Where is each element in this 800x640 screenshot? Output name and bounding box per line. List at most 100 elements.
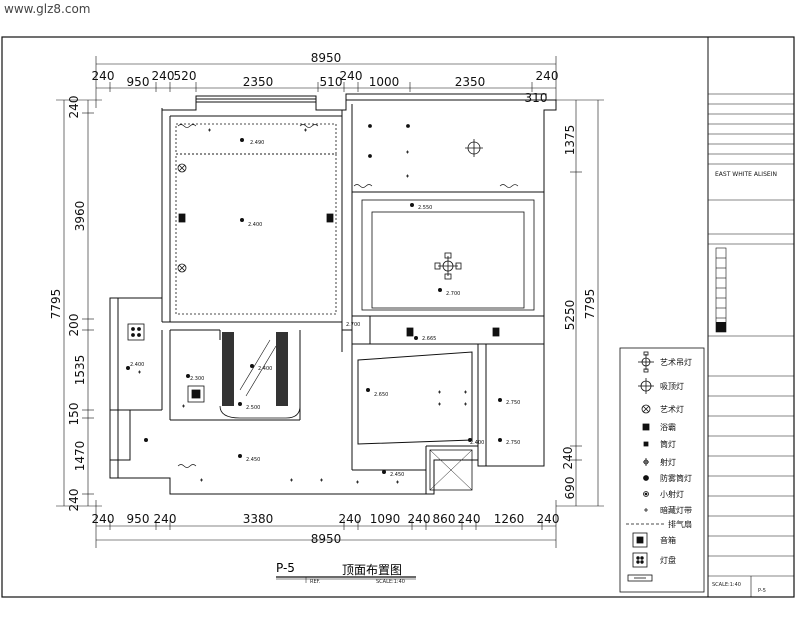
legend-label: 艺术吊灯	[660, 357, 692, 367]
art-lamp-icon	[177, 163, 187, 173]
legend-label: 防雾筒灯	[660, 473, 692, 483]
sheet-border	[1, 36, 795, 598]
dim-right-3: 240	[561, 447, 575, 470]
dim-left-7: 240	[67, 489, 81, 512]
ceil-label: 2.450	[246, 457, 260, 463]
dim-top-6: 510	[320, 75, 343, 89]
legend-label: 暗藏灯带	[660, 505, 692, 515]
dim-top-5: 2350	[243, 75, 274, 89]
bath-heater-icon	[492, 327, 500, 337]
legend-label: 艺术灯	[660, 404, 684, 414]
scale-label: SCALE:1:40	[376, 579, 405, 585]
bath-heater-icon	[326, 213, 334, 223]
fixtures	[126, 124, 502, 484]
bath-heater-icon	[178, 213, 186, 223]
dim-right-4: 690	[563, 477, 577, 500]
legend-label: 射灯	[660, 457, 676, 467]
dim-bottom-9: 240	[458, 512, 481, 526]
ceil-label: 2.400	[130, 362, 144, 368]
dim-bottom-7: 240	[408, 512, 431, 526]
dim-top-4: 520	[174, 69, 197, 83]
title-scale: SCALE:1:40	[712, 582, 741, 588]
dim-left-total: 7795	[49, 289, 63, 320]
ceil-label: 2.450	[390, 472, 404, 478]
dim-left-3: 200	[67, 314, 81, 337]
legend-label: 筒灯	[660, 439, 676, 449]
dim-bottom-11: 240	[537, 512, 560, 526]
watermark: www.glz8.com	[4, 2, 91, 16]
ceil-label: 2.700	[346, 322, 360, 328]
dim-bottom-6: 1090	[370, 512, 401, 526]
ceil-label: 2.700	[446, 291, 460, 297]
dim-left-6: 1470	[73, 441, 87, 472]
ref-label: REF.	[310, 579, 321, 585]
ceil-label: 2.665	[422, 336, 436, 342]
company-name: EAST WHITE ALISEIN	[715, 171, 777, 178]
left-dimensions	[56, 99, 102, 507]
art-lamp-icon	[177, 263, 187, 273]
dim-bottom-8: 860	[433, 512, 456, 526]
exhaust-fan-icon	[187, 385, 205, 403]
ceil-label: 2.750	[506, 400, 520, 406]
legend-label: 浴霸	[660, 422, 676, 432]
legend-label: 吸顶灯	[660, 381, 684, 391]
dim-bottom-5: 240	[339, 512, 362, 526]
dim-top-10: 240	[536, 69, 559, 83]
shower-tile	[429, 449, 473, 491]
drawing-title: P-5 顶面布置图 REF. SCALE:1:40	[276, 561, 416, 585]
dim-left-4: 1535	[73, 355, 87, 386]
dim-right-2: 5250	[563, 300, 577, 331]
dim-right-total: 7795	[583, 289, 597, 320]
dim-top-7: 240	[340, 69, 363, 83]
dim-top-2: 950	[127, 75, 150, 89]
legend-label: 小射灯	[660, 489, 684, 499]
legend-labels: 艺术吊灯 吸顶灯 艺术灯 浴霸 筒灯 射灯 防雾筒灯 小射灯 暗藏灯带 排气扇 …	[660, 357, 692, 565]
dim-bottom-4: 3380	[243, 512, 274, 526]
legend-label: 排气扇	[668, 519, 692, 529]
bath-heater-icon	[406, 327, 414, 337]
dim-top-small: 310	[525, 91, 548, 105]
dim-top-8: 1000	[369, 75, 400, 89]
ceil-label: 2.400	[248, 222, 262, 228]
legend-label: 灯盘	[660, 555, 676, 565]
ceiling-height-labels: 2.490 2.400 2.550 2.700 2.665 2.400 2.30…	[130, 140, 520, 478]
dim-bottom-2: 950	[127, 512, 150, 526]
drawing-code: P-5	[276, 561, 295, 575]
dim-left-1: 240	[67, 96, 81, 119]
speaker-icon	[127, 323, 145, 341]
legend-label: 音箱	[660, 535, 676, 545]
dim-top-1: 240	[92, 69, 115, 83]
dim-bottom-total: 8950	[311, 532, 342, 546]
dim-top-total: 8950	[311, 51, 342, 65]
floor-plan-walls	[109, 93, 557, 495]
title-sheet-no: P-5	[758, 588, 766, 594]
dim-bottom-10: 1260	[494, 512, 525, 526]
title-block-mark	[716, 322, 726, 332]
title-block	[708, 93, 794, 597]
ceil-label: 2.500	[246, 405, 260, 411]
ceil-label: 2.400	[258, 366, 272, 372]
mini-spot-icon	[138, 128, 467, 484]
ceil-label: 2.300	[190, 376, 204, 382]
right-dimensions	[556, 99, 604, 507]
bottom-dimensions	[95, 500, 557, 548]
drawing-title-text: 顶面布置图	[342, 563, 402, 577]
down-light-icon	[126, 138, 502, 474]
curtain-lines	[177, 124, 519, 468]
dim-bottom-3: 240	[154, 512, 177, 526]
art-chandelier-icon	[434, 252, 462, 280]
dim-left-2: 3960	[73, 201, 87, 232]
dim-right-1: 1375	[563, 125, 577, 156]
ceiling-outlines	[175, 123, 535, 445]
dim-top-9: 2350	[455, 75, 486, 89]
ceil-label: 2.650	[374, 392, 388, 398]
dim-left-5: 150	[67, 403, 81, 426]
dim-bottom-1: 240	[92, 512, 115, 526]
ceil-label: 2.400	[470, 440, 484, 446]
ceiling-light-icon	[465, 139, 483, 157]
ceil-label: 2.490	[250, 140, 264, 146]
ceil-label: 2.550	[418, 205, 432, 211]
ceil-label: 2.750	[506, 440, 520, 446]
hatched-columns	[222, 332, 288, 406]
